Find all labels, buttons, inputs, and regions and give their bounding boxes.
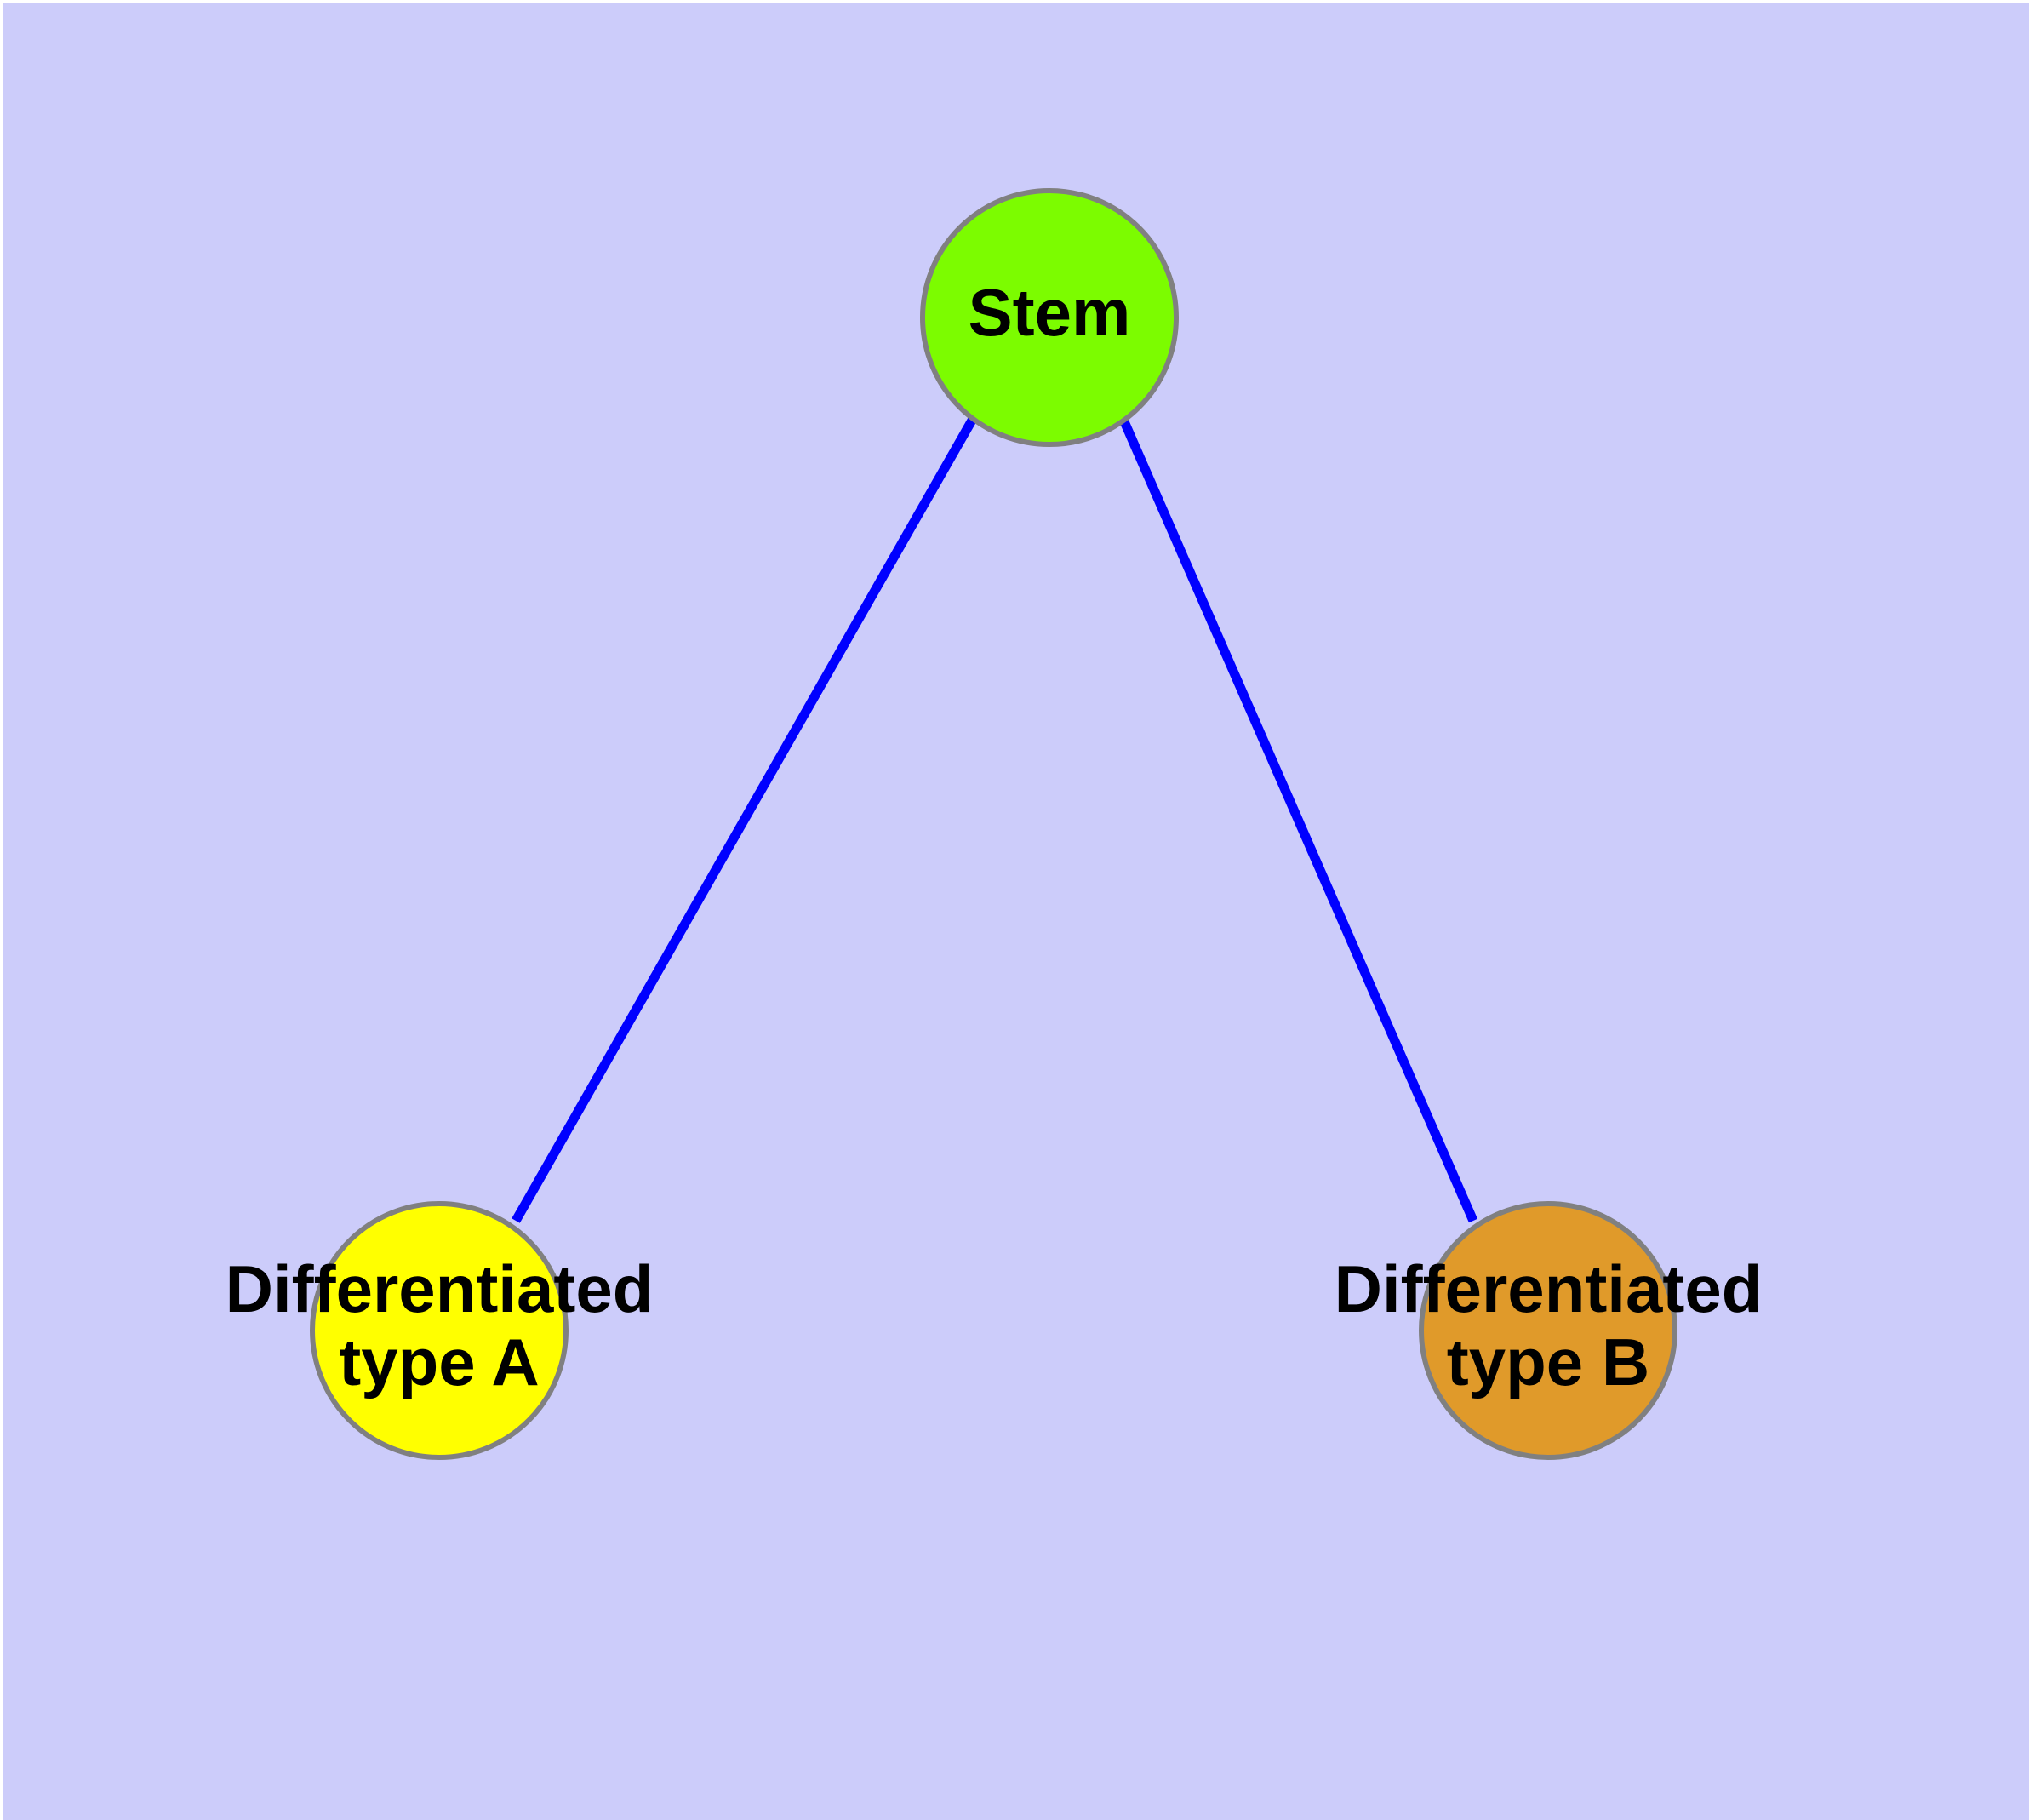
graph-node-diff_a[interactable] <box>310 1201 569 1460</box>
label-line: Differentiated <box>226 1251 654 1326</box>
graph-node-diff_b[interactable] <box>1419 1201 1677 1460</box>
label-line: Differentiated <box>1335 1251 1763 1326</box>
graph-node-label-stem: Stem <box>969 275 1131 350</box>
label-line: type B <box>1447 1325 1649 1399</box>
label-line: type A <box>339 1325 540 1399</box>
graph-edge-stem-diff_a[interactable] <box>512 416 977 1223</box>
graph-node-stem[interactable] <box>920 188 1179 447</box>
label-line: Stem <box>969 275 1131 350</box>
graph-edge-stem-diff_b[interactable] <box>1118 417 1478 1223</box>
nodes-layer <box>310 188 1677 1460</box>
edges-layer <box>512 416 1478 1223</box>
